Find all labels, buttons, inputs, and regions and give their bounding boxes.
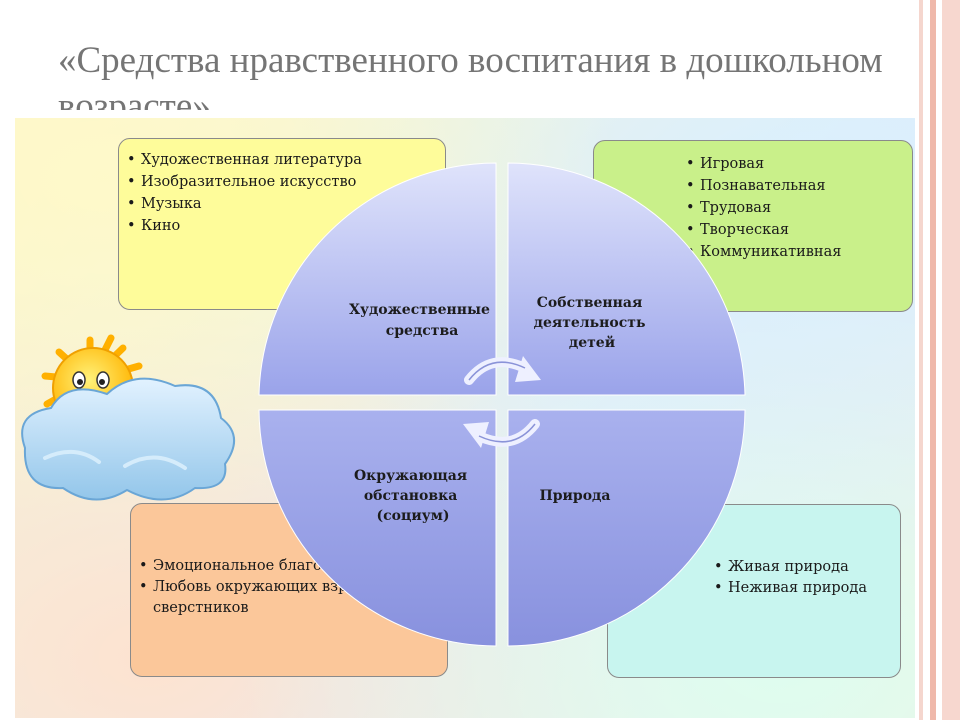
quadrant-label-nature: Природа bbox=[540, 488, 611, 504]
list-item: Изобразительное искусство bbox=[127, 171, 437, 193]
quadrant-top-left bbox=[258, 162, 497, 396]
quadrant-label-environment: Окружающая обстановка (социум) bbox=[354, 468, 472, 524]
quadrant-top-right bbox=[507, 162, 746, 396]
cloud-icon bbox=[21, 377, 235, 501]
list-item: Живая природа bbox=[714, 557, 892, 578]
quadrant-bottom-left bbox=[258, 409, 497, 647]
list-item: Кино bbox=[127, 215, 437, 237]
quadrant-label-artistic: Художественные средства bbox=[349, 302, 495, 339]
list-item: Музыка bbox=[127, 193, 437, 215]
list-item: Трудовая bbox=[686, 197, 904, 219]
circle-diagram: Художественные средства Собственная деят… bbox=[21, 162, 746, 647]
diagram-panel: Художественная литература Изобразительно… bbox=[15, 118, 915, 718]
quadrant-bottom-right bbox=[507, 409, 746, 647]
list-item: Любовь окружающих взрослых и сверстников bbox=[139, 577, 439, 619]
list-item: Творческая bbox=[686, 219, 904, 241]
list-item: Художественная литература bbox=[127, 149, 437, 171]
slide-border-stripe bbox=[930, 0, 936, 720]
slide-title: «Средства нравственного воспитания в дош… bbox=[58, 40, 883, 110]
list-item: Неживая природа bbox=[714, 578, 892, 599]
cycle-arrows-icon bbox=[463, 356, 541, 448]
slide-border-stripe bbox=[919, 0, 923, 720]
slide-border-stripe bbox=[942, 0, 960, 720]
list-item: Познавательная bbox=[686, 175, 904, 197]
list-item: Игровая bbox=[686, 153, 904, 175]
quadrant-label-activity: Собственная деятельность детей bbox=[534, 295, 651, 351]
